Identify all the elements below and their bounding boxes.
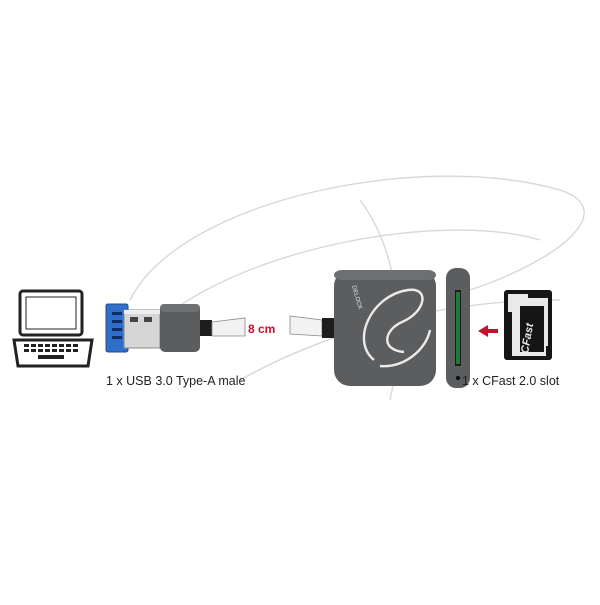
card-label: CFast [519,321,536,354]
adapter-body: DELOCK [334,270,436,386]
card-slot-caption: 1 x CFast 2.0 slot [462,374,560,388]
delock-swirl-logo [362,288,432,368]
usb-port-marks [112,312,122,339]
cfast-card-icon: CFast [504,290,552,360]
cable [211,315,336,338]
arrow-left-icon [478,325,498,337]
card-slot-sideview [446,268,470,388]
usb-connector-caption: 1 x USB 3.0 Type-A male [106,374,246,388]
laptop-icon [12,289,94,368]
cable-length-label: 8 cm [248,322,276,336]
usb-plug-icon [123,304,212,352]
